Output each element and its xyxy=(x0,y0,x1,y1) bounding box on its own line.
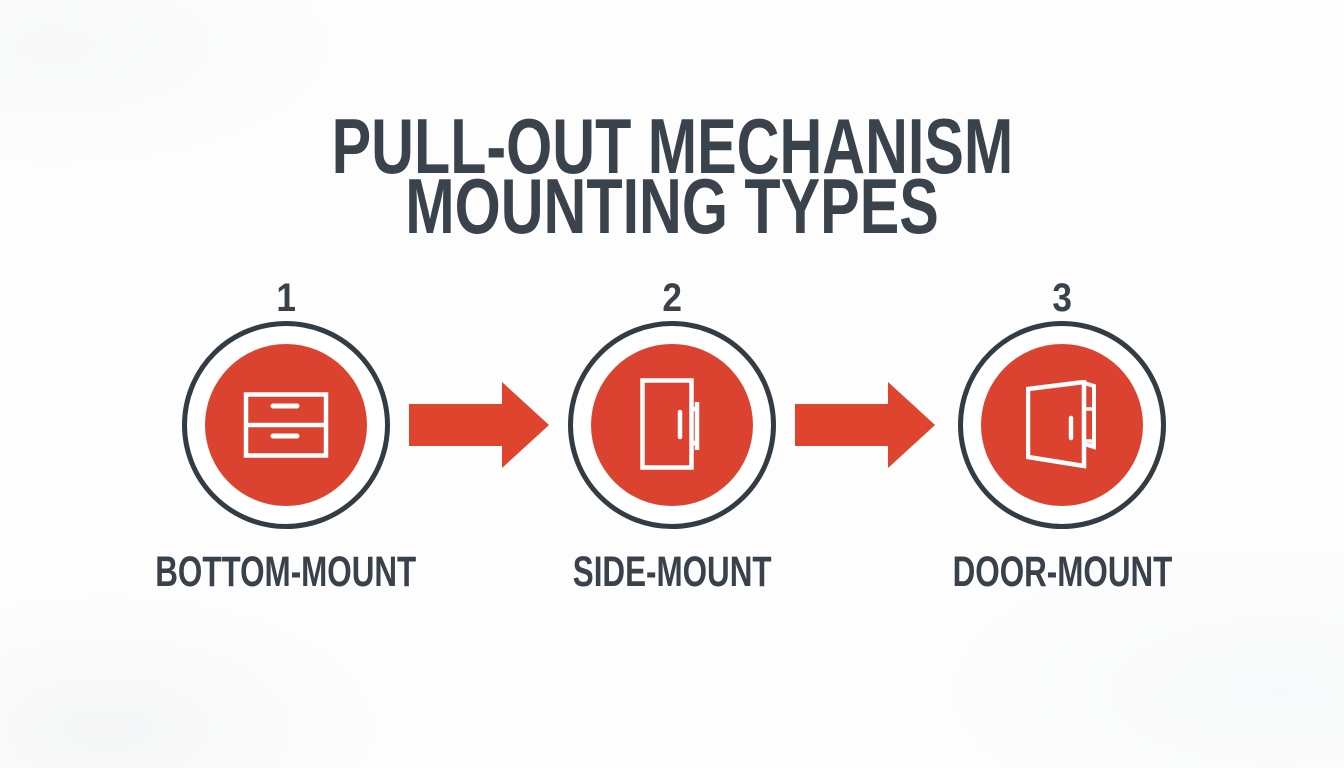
step-1-circle xyxy=(182,321,390,529)
step-1-circle-fill xyxy=(205,344,367,506)
step-2-label: SIDE-MOUNT xyxy=(522,550,822,594)
step-2-circle xyxy=(568,321,776,529)
step-2-circle-fill xyxy=(591,344,753,506)
page-title-line-1-text: PULL-OUT MECHANISM xyxy=(331,102,1013,190)
step-2-number-text: 2 xyxy=(662,276,682,320)
step-1-number: 1 xyxy=(136,277,436,319)
page-title-line-2: MOUNTING TYPES xyxy=(0,162,1344,250)
step-2-number: 2 xyxy=(522,277,822,319)
page-title: PULL-OUT MECHANISM MOUNTING TYPES xyxy=(0,102,1344,250)
step-3-circle-fill xyxy=(981,344,1143,506)
arrow-right-icon xyxy=(795,382,935,468)
page-title-line-2-text: MOUNTING TYPES xyxy=(405,162,939,250)
step-3-label-text: DOOR-MOUNT xyxy=(952,548,1172,596)
step-1-label-text: BOTTOM-MOUNT xyxy=(155,548,417,596)
door-mount-open-door-icon xyxy=(1026,380,1096,469)
step-3-number: 3 xyxy=(912,277,1212,319)
step-2-label-text: SIDE-MOUNT xyxy=(572,548,772,596)
step-1-number-text: 1 xyxy=(276,276,296,320)
step-3-number-text: 3 xyxy=(1052,276,1072,320)
page-title-line-1: PULL-OUT MECHANISM xyxy=(0,102,1344,190)
step-3-circle xyxy=(958,321,1166,529)
side-mount-rail-icon xyxy=(640,377,700,470)
bottom-mount-drawer-icon xyxy=(243,392,329,458)
step-1-label: BOTTOM-MOUNT xyxy=(136,550,436,594)
step-3-label: DOOR-MOUNT xyxy=(912,550,1212,594)
arrow-right-icon xyxy=(409,382,549,468)
